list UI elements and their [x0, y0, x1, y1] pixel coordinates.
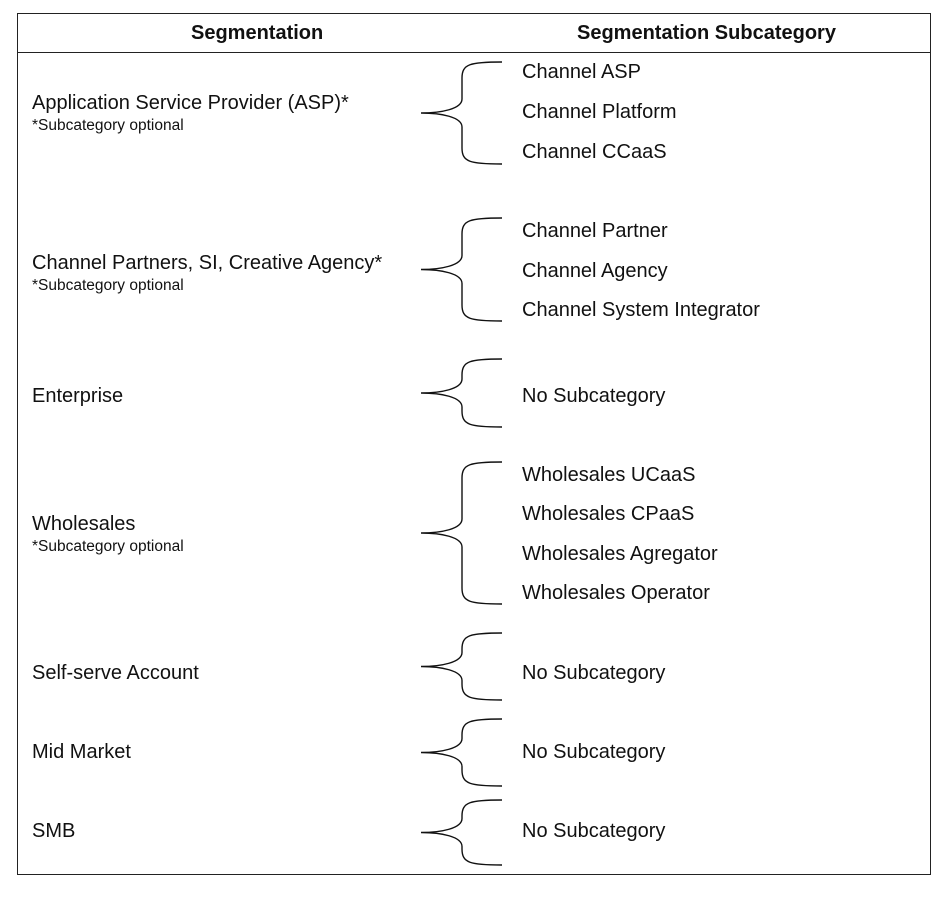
brace-mid-market: [420, 718, 503, 787]
segment-wholesales: Wholesales *Subcategory optional: [32, 513, 184, 556]
segment-label: SMB: [32, 820, 76, 842]
segment-label: Channel Partners, SI, Creative Agency*: [32, 252, 383, 274]
brace-wholesales: [420, 461, 503, 605]
brace-channel-partners: [420, 217, 503, 322]
braces-layer: [420, 61, 503, 866]
segment-note: *Subcategory optional: [32, 277, 184, 294]
subcategory-item: Channel System Integrator: [522, 299, 760, 321]
segment-self-serve: Self-serve Account: [32, 662, 199, 685]
subcategory-item: Channel CCaaS: [522, 141, 667, 163]
brace-enterprise: [420, 358, 503, 428]
segment-label: Enterprise: [32, 385, 124, 407]
brace-smb: [420, 799, 503, 866]
subcategory-item: No Subcategory: [522, 662, 666, 684]
header-divider: [18, 52, 930, 53]
brace-asp: [420, 61, 503, 165]
subcategory-item: Channel Agency: [522, 260, 668, 282]
segmentation-table: Segmentation Segmentation Subcategory Ap…: [17, 13, 931, 875]
subcategory-item: Wholesales UCaaS: [522, 464, 696, 486]
brace-self-serve: [420, 632, 503, 701]
subcategory-item: Wholesales Operator: [522, 582, 710, 604]
segment-label: Application Service Provider (ASP)*: [32, 92, 349, 114]
segment-asp: Application Service Provider (ASP)* *Sub…: [32, 92, 349, 135]
subcategory-item: No Subcategory: [522, 385, 666, 407]
subcategory-item: Channel ASP: [522, 61, 641, 83]
subcategory-item: Wholesales Agregator: [522, 543, 718, 565]
subcategory-item: Wholesales CPaaS: [522, 503, 695, 525]
subcategory-item: Channel Partner: [522, 220, 668, 242]
subcategory-item: No Subcategory: [522, 820, 666, 842]
segment-smb: SMB: [32, 820, 75, 843]
segment-channel-partners: Channel Partners, SI, Creative Agency* *…: [32, 252, 382, 295]
segment-label: Mid Market: [32, 741, 131, 763]
subcategory-header: Segmentation Subcategory: [577, 22, 836, 44]
subcategory-item: Channel Platform: [522, 101, 677, 123]
segment-mid-market: Mid Market: [32, 741, 131, 764]
segment-label: Wholesales: [32, 513, 136, 535]
segment-enterprise: Enterprise: [32, 385, 123, 408]
segment-label: Self-serve Account: [32, 662, 199, 684]
subcategory-item: No Subcategory: [522, 741, 666, 763]
segment-note: *Subcategory optional: [32, 117, 184, 134]
segment-note: *Subcategory optional: [32, 538, 184, 555]
segmentation-header: Segmentation: [191, 22, 324, 44]
